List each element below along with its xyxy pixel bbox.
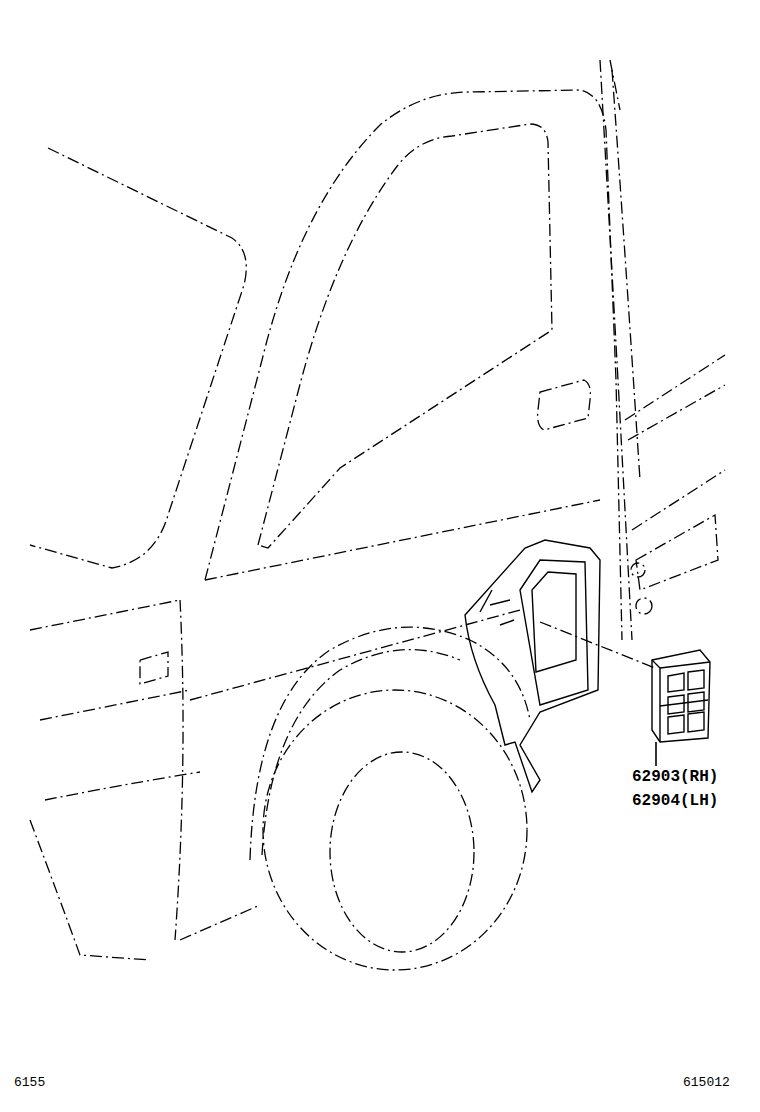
fuel-inlet-housing <box>465 540 600 792</box>
phantom-body-lines <box>30 60 725 970</box>
illustration-number: 615012 <box>683 1076 730 1089</box>
figure-number: 6155 <box>14 1076 45 1089</box>
part-number: 62903(RH) <box>632 769 718 785</box>
protector-part <box>652 650 710 766</box>
leader-line <box>655 742 657 766</box>
part-number: 62904(LH) <box>632 793 718 809</box>
